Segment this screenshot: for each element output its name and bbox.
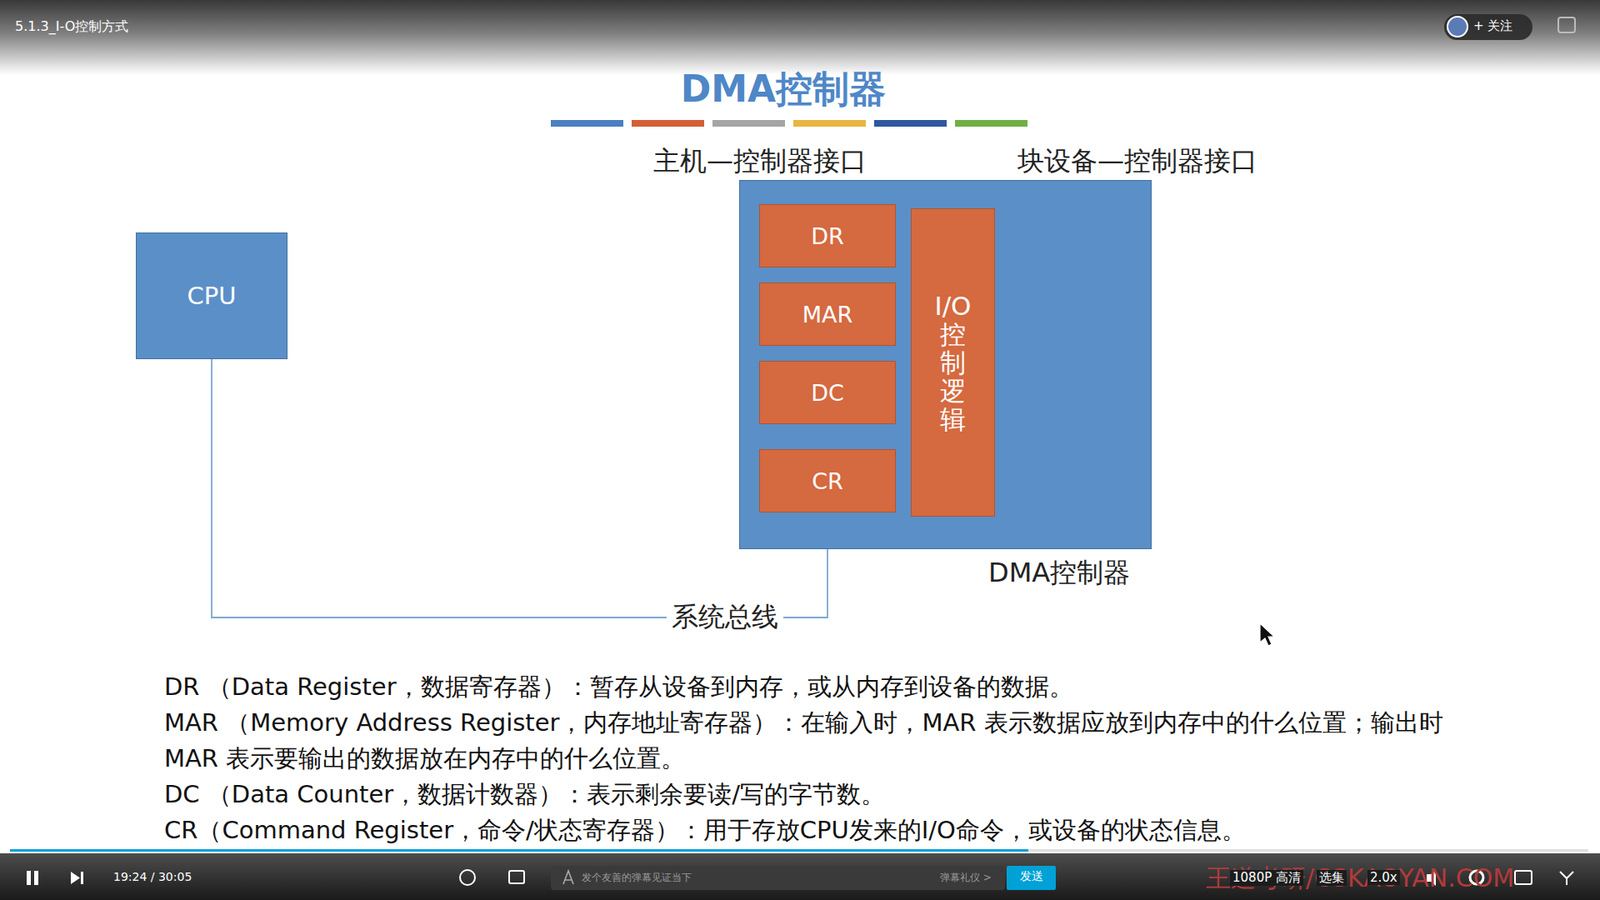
box-label: DC — [810, 380, 845, 406]
register-box: DR — [759, 204, 896, 268]
next-icon — [70, 871, 80, 885]
fullscreen-icon — [1560, 871, 1574, 885]
dma-controller-box: DMA控制器DRMARDCCRI/O控制逻辑 — [739, 180, 1152, 550]
register-box: CR — [759, 449, 896, 513]
color-bar — [631, 120, 705, 127]
quality-button: 1080P 高清 — [1230, 870, 1304, 886]
register-box: MAR — [759, 282, 896, 346]
color-bar — [874, 120, 947, 127]
box-label: MAR — [802, 301, 854, 328]
system-bus-line — [211, 359, 828, 618]
video-title: 5.1.3_I-O控制方式 — [15, 18, 129, 36]
title-color-bars — [550, 120, 1028, 127]
color-bar — [550, 120, 624, 127]
danmaku-toggle-icon — [460, 870, 475, 885]
register-note: DC （Data Counter，数据计数器）：表示剩余要读/写的字节数。 — [164, 776, 1498, 813]
pause-icon — [26, 870, 31, 885]
box-label: CPU — [187, 281, 237, 310]
help-icon — [1558, 17, 1575, 33]
send-button-label: 发送 — [1006, 869, 1056, 885]
speed-button: 2.0x — [1367, 870, 1400, 885]
control-logic-box: I/O控制逻辑 — [910, 208, 995, 517]
box-label: DR — [810, 223, 845, 250]
time-display: 19:24 / 30:05 — [113, 870, 192, 884]
interface-label: 块设备—控制器接口 — [1017, 143, 1258, 180]
avatar-icon — [1447, 16, 1468, 37]
font-style-icon — [563, 870, 574, 885]
color-bar — [955, 120, 1028, 127]
follow-button-label: + 关注 — [1473, 18, 1513, 35]
interface-label: 主机—控制器接口 — [653, 143, 867, 180]
vertical-label: I/O控制逻辑 — [932, 291, 975, 434]
progress-played — [10, 849, 1029, 852]
register-note: DR （Data Register，数据寄存器）：暂存从设备到内存，或从内存到设… — [164, 669, 1498, 705]
register-note: CR（Command Register，命令/状态寄存器）：用于存放CPU发来的… — [164, 812, 1498, 849]
register-note: MAR （Memory Address Register，内存地址寄存器）：在输… — [164, 705, 1498, 777]
danmaku-placeholder: 发个友善的弹幕见证当下 — [581, 870, 692, 885]
color-bar — [712, 120, 785, 127]
next-icon — [80, 871, 84, 885]
color-bar — [793, 120, 866, 127]
mouse-cursor — [1260, 623, 1275, 646]
progress-track — [10, 849, 1589, 852]
slide-title: DMA控制器 — [500, 65, 1067, 115]
danmaku-settings-icon — [509, 870, 525, 884]
episodes-button: 选集 — [1316, 870, 1347, 886]
control-bar — [0, 853, 1600, 900]
box-label: CR — [811, 468, 844, 495]
box-heading: DMA控制器 — [988, 555, 1130, 592]
cpu-box: CPU — [135, 232, 288, 360]
top-shade — [0, 0, 1600, 75]
danmaku-input — [550, 865, 1005, 890]
danmaku-etiquette-link: 弹幕礼仪 > — [940, 870, 992, 885]
register-box: DC — [759, 360, 896, 425]
widescreen-icon — [1515, 870, 1532, 885]
bus-label: 系统总线 — [666, 599, 784, 636]
pause-icon — [34, 870, 39, 885]
send-button — [1006, 865, 1056, 890]
follow-pill — [1444, 14, 1533, 40]
